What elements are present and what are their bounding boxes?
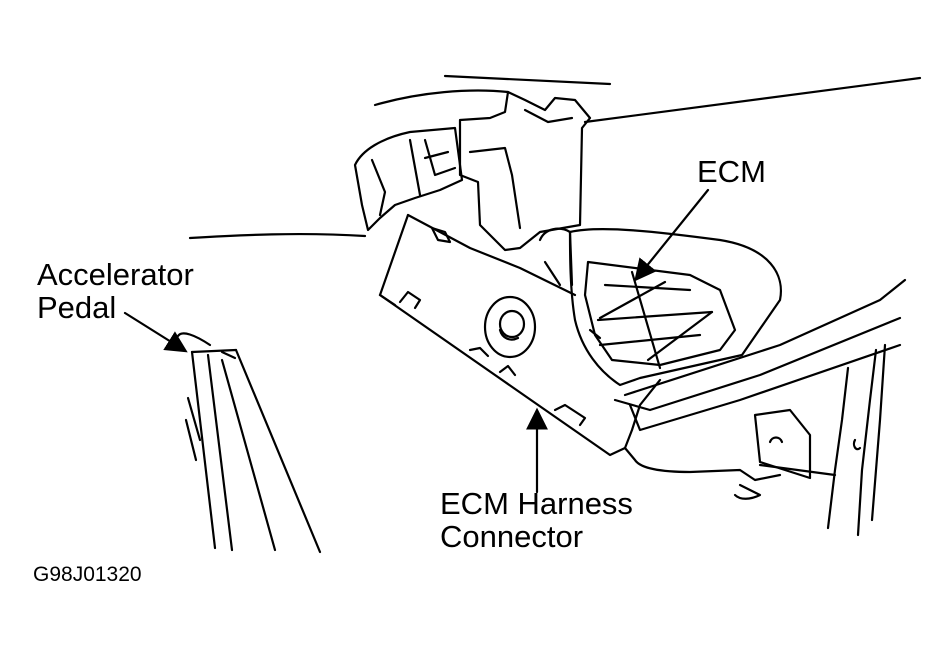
upper-connector-block bbox=[353, 126, 464, 232]
ecm-label: ECM bbox=[697, 154, 766, 189]
ecm-arrow bbox=[634, 188, 710, 282]
accelerator-pedal-label-line2: Pedal bbox=[37, 290, 117, 326]
mounting-nut bbox=[483, 295, 537, 359]
lower-frame bbox=[613, 278, 907, 500]
mounting-bracket bbox=[458, 90, 592, 287]
figure-code: G98J01320 bbox=[33, 563, 142, 586]
dashboard-outline bbox=[188, 74, 922, 240]
accelerator-pedal-label-line1: Accelerator bbox=[37, 257, 194, 292]
pedal-arrow bbox=[123, 311, 188, 353]
ecm-harness-label-line1: ECM Harness bbox=[440, 486, 633, 521]
accelerator-pedal bbox=[176, 332, 322, 554]
ecm-housing bbox=[378, 213, 662, 457]
right-post bbox=[826, 343, 887, 537]
ecm-harness-label-line2: Connector bbox=[440, 519, 584, 555]
ecm-ribbed-cover bbox=[568, 228, 782, 387]
